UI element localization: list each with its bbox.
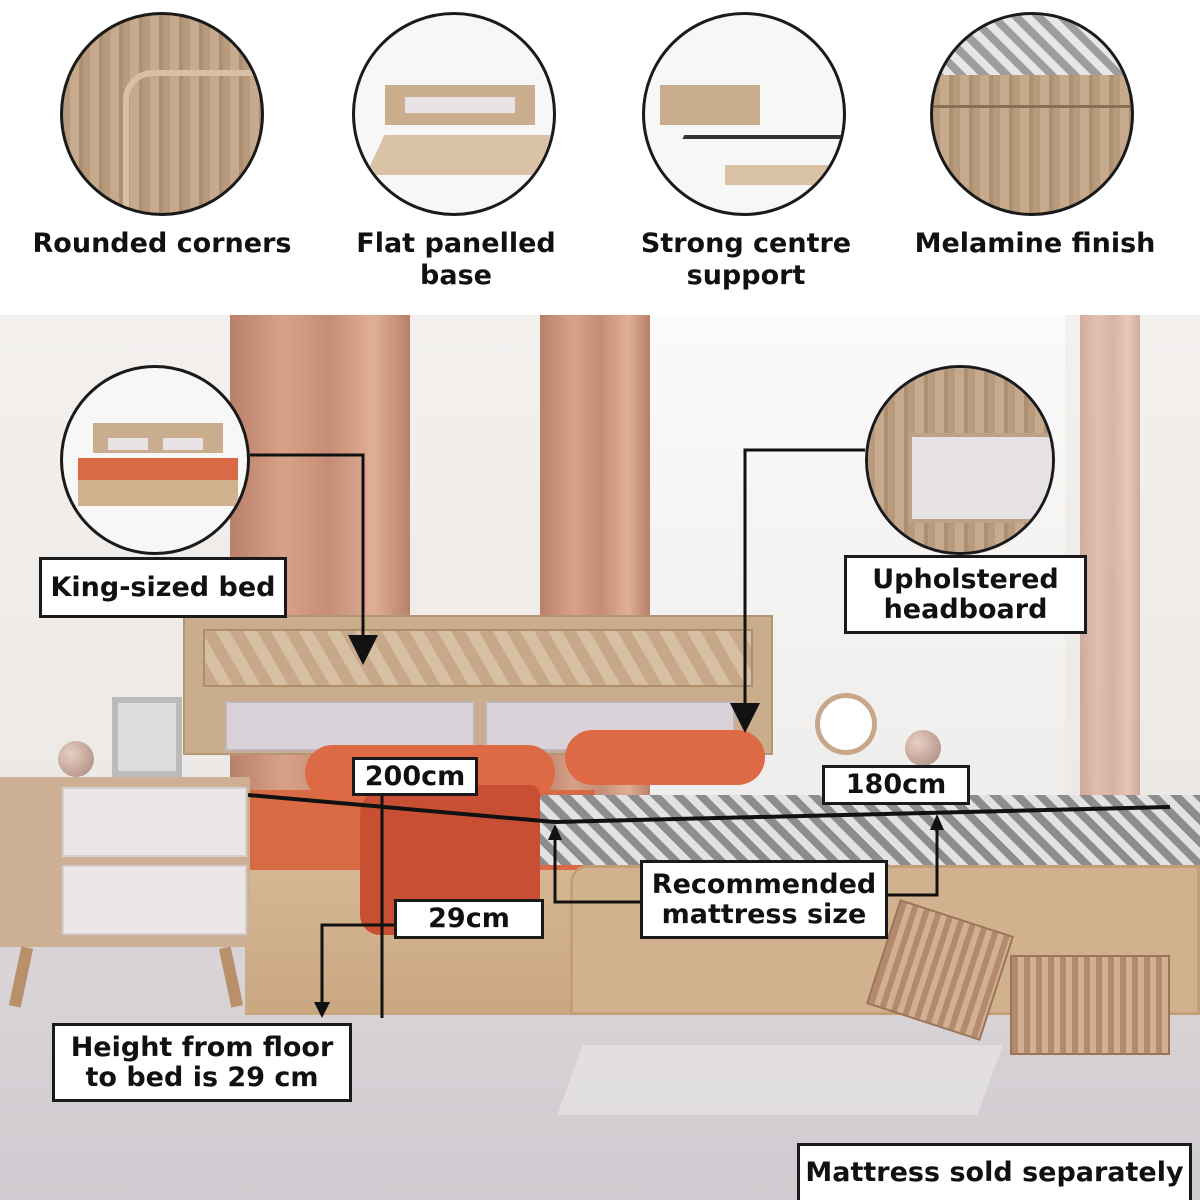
disclaimer-label: Mattress sold separately — [797, 1143, 1192, 1200]
nightstand-drawer-bottom — [62, 865, 247, 935]
length-label: 200cm — [352, 757, 478, 796]
melamine-finish-image — [930, 12, 1134, 216]
feature-label: Strong centre support — [640, 228, 852, 291]
height-label: 29cm — [394, 899, 544, 939]
headboard-geometric-panel — [203, 629, 753, 687]
photo-frame — [112, 697, 182, 777]
king-sized-bed-label: King-sized bed — [39, 557, 287, 618]
headboard-closeup — [865, 365, 1055, 555]
recommended-mattress-label: Recommended mattress size — [640, 860, 888, 939]
king-bed-thumbnail — [60, 365, 250, 555]
rug — [557, 1045, 1003, 1115]
upholstered-panel-left — [225, 701, 475, 751]
rounded-corners-image — [60, 12, 264, 216]
clock-icon — [815, 693, 877, 755]
upholstered-headboard-label: Upholstered headboard — [844, 555, 1087, 634]
pillow-right — [565, 730, 765, 785]
basket-right — [1010, 955, 1170, 1055]
decor-ball-left — [58, 741, 94, 777]
feature-label: Rounded corners — [32, 228, 292, 259]
decor-ball-right — [905, 730, 941, 766]
floor-height-label: Height from floor to bed is 29 cm — [52, 1023, 352, 1102]
centre-support-image — [642, 12, 846, 216]
feature-label: Melamine finish — [914, 228, 1156, 259]
flat-base-image — [352, 12, 556, 216]
width-label: 180cm — [822, 765, 970, 805]
nightstand-drawer-top — [62, 787, 247, 857]
feature-label: Flat panelled base — [356, 228, 556, 291]
nightstand — [0, 777, 250, 1008]
